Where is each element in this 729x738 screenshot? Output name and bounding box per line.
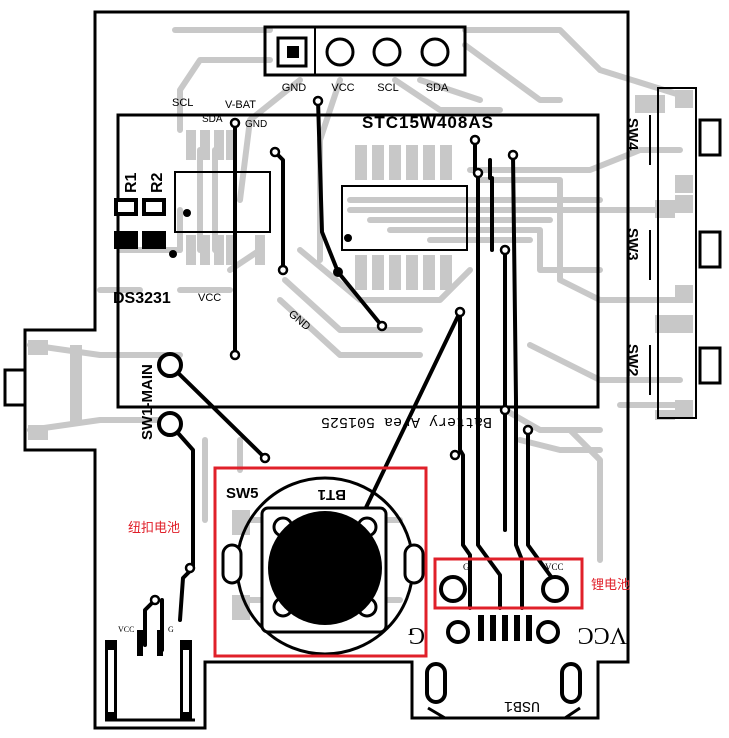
label-usb: USB1	[504, 697, 540, 714]
typec-pin-g	[157, 630, 163, 656]
module-outline	[116, 113, 600, 409]
usb-pins	[478, 615, 532, 641]
label-sw5: SW5	[226, 485, 259, 502]
usb-pad-left	[446, 620, 470, 644]
label-bt1: BT1	[318, 486, 346, 503]
label-g-small: G	[463, 562, 470, 572]
sw2-nub	[698, 346, 722, 385]
sw5-pad-right	[403, 543, 425, 585]
label-battery-area: Battery Area 501525	[321, 413, 492, 430]
rtc-pin1-dot	[183, 209, 191, 217]
usb-shell	[427, 706, 581, 720]
lithium-highlight	[433, 557, 584, 610]
label-r1: R1	[123, 172, 140, 193]
mcu-pin1-dot	[344, 234, 352, 242]
label-typec-vcc: VCC	[118, 625, 134, 634]
pin-label-gnd: GND	[282, 82, 307, 94]
lithium-pad-g	[439, 575, 467, 603]
gray-traces	[27, 27, 683, 603]
label-sw4: SW4	[624, 118, 641, 151]
rtc-dot-b	[169, 250, 177, 258]
label-sw-main: SW1-MAIN	[139, 364, 156, 440]
label-typec-g: G	[168, 625, 174, 634]
via-solid-1	[333, 267, 343, 277]
sw5-pad-left	[221, 543, 243, 585]
side-connector	[3, 368, 27, 407]
label-gnd-small: GND	[245, 119, 267, 130]
label-g-big: G	[408, 622, 425, 648]
pin-label-vcc: VCC	[331, 82, 354, 94]
lithium-pad-vcc	[541, 575, 569, 603]
gray-pads	[28, 90, 693, 620]
label-scl: SCL	[172, 97, 193, 109]
pin-scl-pad	[372, 37, 402, 67]
tact-switch-button	[268, 511, 382, 625]
usb-mount-left	[425, 662, 447, 704]
pin-vcc-pad	[325, 37, 355, 67]
label-r2: R2	[149, 172, 166, 193]
usb-mount-right	[560, 662, 582, 704]
rtc-chip	[174, 171, 271, 233]
coin-cell-highlight	[213, 466, 428, 658]
usb-pad-right	[536, 620, 560, 644]
right-switch-body	[657, 87, 697, 419]
label-sw3: SW3	[624, 228, 641, 261]
pin-label-sda: SDA	[426, 82, 449, 94]
pin-header: GND VCC SCL SDA	[263, 25, 467, 94]
sw1-pad-a	[157, 352, 183, 378]
sw3-nub	[698, 230, 722, 269]
label-sda: SDA	[202, 114, 223, 125]
typec-pin-vcc	[137, 630, 143, 656]
label-lithium: 锂电池	[591, 578, 630, 593]
mcu-chip	[341, 185, 468, 251]
label-sw2: SW2	[624, 344, 641, 377]
vias	[149, 95, 534, 606]
pin-sda-pad	[420, 37, 450, 67]
label-coin-cell: 纽扣电池	[128, 521, 180, 536]
sw1-pad-b	[157, 411, 183, 437]
label-vcc-big: VCC	[578, 622, 627, 648]
label-vbat: V-BAT	[225, 99, 256, 111]
sw4-nub	[698, 118, 722, 157]
tact-switch-legs	[272, 516, 378, 618]
pin-label-scl: SCL	[377, 82, 398, 94]
label-vcc-small: VCC	[545, 562, 564, 572]
label-mcu: STC15W408AS	[362, 113, 494, 132]
label-rtc: DS3231	[113, 290, 171, 307]
label-rtc-vcc: VCC	[198, 292, 221, 304]
